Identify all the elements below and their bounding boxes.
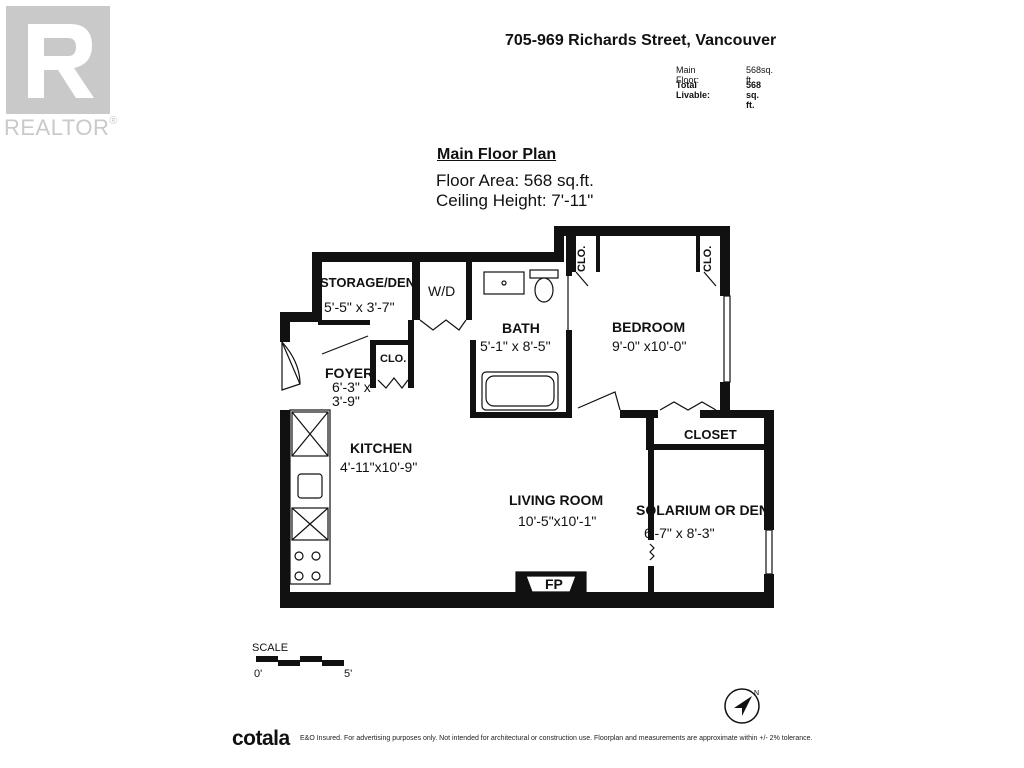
property-address: 705-969 Richards Street, Vancouver (505, 32, 777, 49)
disclaimer: E&O Insured. For advertising purposes on… (300, 735, 813, 742)
svg-text:N: N (754, 690, 759, 697)
plan-title: Main Floor Plan (437, 146, 557, 163)
room-bedroom-dims: 9'-0" x10'-0" (612, 338, 687, 354)
room-clo-foyer: CLO. (380, 353, 407, 365)
area-label: Total Livable: (676, 80, 711, 100)
doors (281, 271, 717, 561)
realtor-r-icon (6, 6, 110, 114)
area-label: Main Floor: (676, 65, 700, 85)
room-solarium-dims: 6'-7" x 8'-3" (644, 525, 715, 541)
room-kitchen-name: KITCHEN (350, 440, 413, 456)
room-foyer-dims-1: 6'-3" x (332, 379, 371, 395)
room-fireplace-name: FP (545, 576, 563, 592)
room-closet-name: CLOSET (684, 427, 737, 442)
room-kitchen-dims: 4'-11"x10'-9" (340, 459, 418, 475)
room-storage-name: STORAGE/DEN (320, 275, 416, 290)
scale-end: 5' (344, 668, 353, 680)
scale-bar (256, 656, 344, 666)
ceiling-height: Ceiling Height: 7'-11" (436, 191, 594, 210)
room-clo-bath: CLO. (576, 245, 588, 272)
north-arrow-icon: N (724, 688, 760, 724)
room-foyer-dims-2: 3'-9" (332, 393, 360, 409)
room-living-name: LIVING ROOM (509, 492, 604, 508)
room-foyer-name: FOYER (325, 365, 374, 381)
area-value: 568sq. ft. (746, 65, 774, 85)
cotala-logo: cotala (232, 727, 290, 750)
room-living-dims: 10'-5"x10'-1" (518, 513, 597, 529)
area-value: 568 sq. ft. (746, 80, 762, 110)
room-wd-name: W/D (428, 283, 456, 299)
room-bath-name: BATH (502, 320, 540, 336)
realtor-wordmark: REALTOR® (4, 115, 118, 140)
room-storage-dims: 5'-5" x 3'-7" (324, 299, 395, 315)
floor-area: Floor Area: 568 sq.ft. (436, 171, 594, 190)
room-bath-dims: 5'-1" x 8'-5" (480, 338, 551, 354)
room-solarium-name: SOLARIUM OR DEN (636, 502, 769, 518)
room-clo-bedroom: CLO. (702, 245, 714, 272)
room-bedroom-name: BEDROOM (612, 319, 686, 335)
walls (280, 226, 774, 608)
scale-start: 0' (254, 668, 263, 680)
fixtures (289, 269, 773, 593)
scale-label: SCALE (252, 642, 289, 654)
